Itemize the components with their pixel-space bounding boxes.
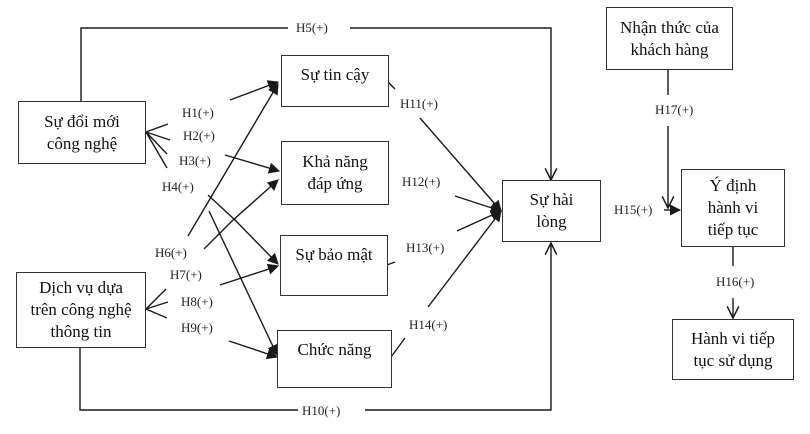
edge-h8 (219, 263, 280, 286)
edge-h9 (228, 340, 279, 360)
edge-h12 (454, 195, 503, 214)
label-h13: H13(+) (406, 240, 445, 255)
edge-h3 (224, 154, 281, 174)
node-functionality: Chức năng (277, 330, 392, 388)
label-h12: H12(+) (402, 174, 441, 189)
node-it-services-line-3: thông tin (50, 322, 112, 341)
edge-h11 (419, 117, 502, 212)
node-functionality-line-1: Chức năng (297, 340, 372, 359)
node-customer-perception: Nhận thức của khách hàng (606, 7, 733, 70)
label-h10: H10(+) (302, 403, 341, 419)
label-h7: H7(+) (170, 267, 202, 282)
node-innovation: Sự đổi mới công nghệ (18, 101, 146, 164)
edge-h14-stub (390, 337, 406, 358)
fan-innovation-3 (145, 131, 168, 155)
label-h11: H11(+) (400, 96, 438, 111)
label-h9: H9(+) (181, 320, 213, 335)
node-customer-perception-line-1: Nhận thức của (620, 17, 719, 37)
node-responsiveness-line-2: đáp ứng (307, 174, 363, 193)
edge-h10-b (365, 243, 551, 411)
label-h3: H3(+) (179, 153, 211, 168)
label-h8: H8(+) (181, 294, 213, 309)
edge-h2 (207, 194, 279, 265)
node-customer-perception-line-2: khách hàng (630, 39, 709, 59)
node-continuance-behavior-line-2: tục sử dụng (693, 350, 773, 370)
node-innovation-line-1: Sự đổi mới (44, 111, 120, 131)
node-continuance-behavior-line-1: Hành vi tiếp (690, 328, 776, 348)
label-h4: H4(+) (162, 179, 194, 194)
edge-h11-stub (387, 81, 396, 90)
edge-h6 (187, 83, 279, 237)
edge-h10 (79, 346, 298, 411)
label-h2: H2(+) (183, 128, 215, 143)
label-h17: H17(+) (655, 102, 694, 117)
edge-h5 (80, 27, 288, 101)
fan-innovation-4 (145, 131, 168, 169)
label-h14: H14(+) (409, 317, 448, 332)
label-h6: H6(+) (155, 245, 187, 260)
fan-services-3 (145, 308, 168, 319)
edge-h7 (203, 179, 279, 250)
label-h15: H15(+) (614, 202, 653, 217)
edge-h13-stub (386, 261, 396, 266)
node-it-services-line-1: Dịch vụ dựa (39, 278, 123, 297)
label-h5: H5(+) (296, 20, 328, 36)
fan-innovation-1 (145, 123, 169, 133)
node-continuance-intention: Ý định hành vi tiếp tục (681, 169, 785, 247)
edge-h14 (427, 210, 502, 308)
node-satisfaction: Sự hài lòng (502, 180, 601, 242)
node-reliability: Sự tin cậy (281, 55, 389, 107)
node-responsiveness-line-1: Khả năng (302, 152, 368, 171)
node-security-line-1: Sự bảo mật (295, 245, 373, 264)
edge-h5-b (350, 27, 551, 180)
label-h16: H16(+) (716, 274, 755, 289)
node-continuance-intention-line-1: Ý định (709, 176, 757, 195)
node-reliability-line-1: Sự tin cậy (300, 65, 370, 84)
fan-innovation-2 (145, 131, 171, 141)
edge-h13 (456, 210, 503, 232)
edge-h4 (208, 210, 278, 357)
node-satisfaction-line-1: Sự hài (529, 190, 574, 209)
node-it-services-line-2: trên công nghệ (30, 300, 132, 319)
node-satisfaction-line-2: lòng (536, 212, 567, 231)
fan-services-1 (145, 288, 167, 310)
node-security: Sự bảo mật (280, 235, 388, 296)
node-innovation-line-2: công nghệ (46, 133, 118, 153)
node-it-services: Dịch vụ dựa trên công nghệ thông tin (16, 272, 146, 348)
node-continuance-intention-line-3: tiếp tục (707, 220, 759, 239)
node-continuance-behavior: Hành vi tiếp tục sử dụng (672, 319, 794, 380)
node-responsiveness: Khả năng đáp ứng (281, 141, 389, 205)
label-h1: H1(+) (182, 105, 214, 120)
fan-services-2 (145, 301, 169, 310)
node-continuance-intention-line-2: hành vi (707, 198, 759, 217)
